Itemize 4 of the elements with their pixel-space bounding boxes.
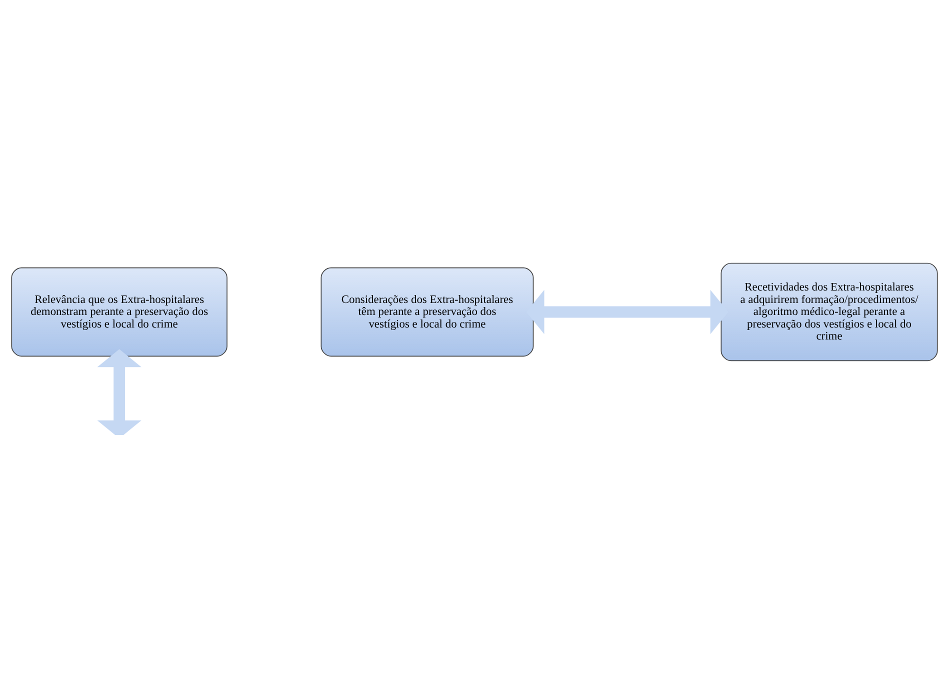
arrow — [97, 349, 142, 435]
node-box: Relevância que os Extra-hospitalares demonstram perante a preservação dos vestígios e local do crime — [11, 267, 228, 357]
node-box: Recetividades dos Extra-hospitalares a adquirirem formação/procedimentos/ algoritmo médico-legal perante a preservação dos vestígios e local do crime — [720, 262, 938, 362]
node-box: Considerações dos Extra-hospitalares têm perante a preservação dos vestígios e local do crime — [320, 267, 534, 357]
